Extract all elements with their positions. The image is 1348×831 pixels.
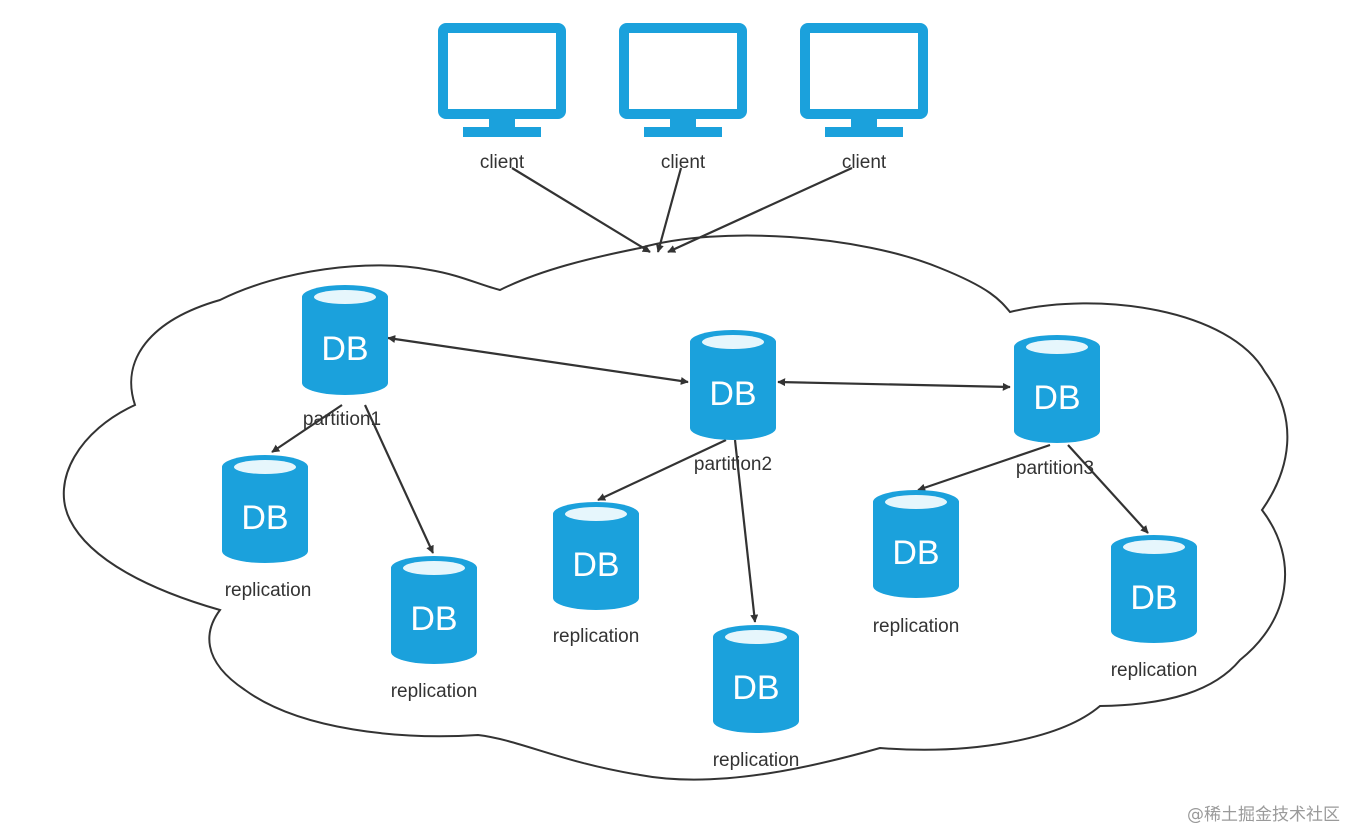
db-text: DB [572,546,619,584]
replication-db-label: replication [1111,660,1198,681]
client-1: client [438,23,566,173]
replication-db: DB replication [222,455,311,601]
partition-links [387,335,1011,391]
replication-links [271,404,1149,623]
db-text: DB [892,534,939,572]
partition-db: DB partition2 [690,330,776,475]
client-3: client [800,23,928,173]
database-icon [302,285,388,395]
clients: client client client [438,23,928,173]
replication-db-label: replication [225,580,312,601]
client-label: client [842,152,887,173]
db-text: DB [709,375,756,413]
replication-db: DB replication [873,490,960,637]
monitor-icon [800,23,928,137]
databases: DBpartition1DBreplicationDBreplicationDB… [222,285,1197,771]
partition-db: DB partition3 [1014,335,1100,479]
database-icon [222,455,308,563]
partition-link [777,378,1011,391]
replication-arrow [597,439,727,501]
monitor-icon [619,23,747,137]
client-arrow [511,167,651,253]
client-arrow [667,166,853,254]
database-icon [1014,335,1100,443]
database-icon [713,625,799,733]
replication-db-label: replication [713,750,800,771]
database-icon [391,556,477,664]
client-arrow [656,167,683,253]
replication-arrow [917,443,1051,492]
db-text: DB [1033,379,1080,417]
replication-db: DB replication [713,625,800,771]
client-label: client [480,152,525,173]
replication-db-label: replication [553,626,640,647]
replication-arrow [271,404,343,453]
db-text: DB [732,669,779,707]
database-icon [1111,535,1197,643]
partition-db-label: partition2 [694,454,772,475]
replication-arrow [364,404,434,554]
database-icon [873,490,959,598]
db-text: DB [1130,579,1177,617]
replication-arrow [733,439,759,623]
watermark: @稀土掘金技术社区 [1187,805,1340,825]
db-text: DB [321,330,368,368]
partition-db-label: partition1 [303,409,381,430]
partition-db: DB partition1 [302,285,388,430]
replication-db: DB replication [1111,535,1198,681]
partition-db-label: partition3 [1016,458,1094,479]
partition-link [387,335,689,385]
replication-arrow [1067,444,1149,534]
db-text: DB [241,499,288,537]
replication-db-label: replication [391,681,478,702]
database-icon [690,330,776,440]
database-icon [553,502,639,610]
db-text: DB [410,600,457,638]
client-2: client [619,23,747,173]
replication-db: DB replication [391,556,478,702]
replication-db: DB replication [553,502,640,647]
client-label: client [661,152,706,173]
client-connections [511,166,853,254]
monitor-icon [438,23,566,137]
replication-db-label: replication [873,616,960,637]
